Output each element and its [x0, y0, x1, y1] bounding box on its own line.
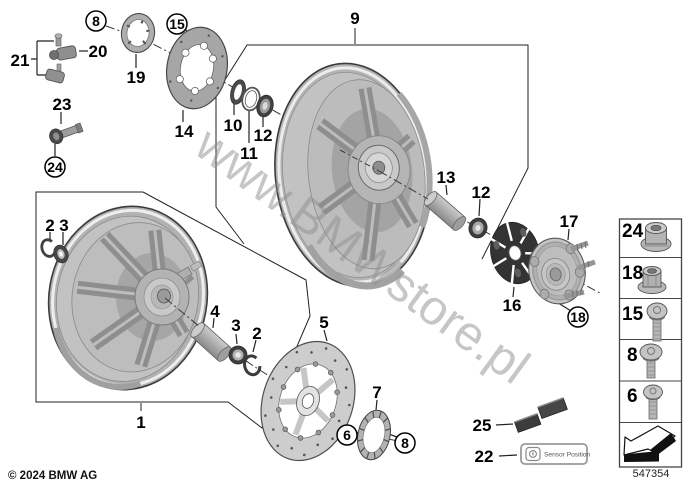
svg-text:13: 13 — [437, 168, 456, 187]
svg-text:16: 16 — [503, 296, 522, 315]
svg-text:25: 25 — [473, 416, 492, 435]
svg-text:7: 7 — [372, 383, 381, 402]
svg-text:22: 22 — [475, 447, 494, 466]
svg-text:1: 1 — [136, 413, 145, 432]
svg-text:20: 20 — [89, 42, 108, 61]
svg-text:10: 10 — [224, 116, 243, 135]
svg-text:6: 6 — [627, 386, 638, 407]
svg-text:24: 24 — [622, 221, 644, 242]
svg-text:14: 14 — [175, 122, 194, 141]
svg-text:8: 8 — [92, 13, 100, 29]
svg-text:3: 3 — [231, 316, 240, 335]
svg-text:24: 24 — [47, 159, 63, 175]
svg-text:23: 23 — [53, 95, 72, 114]
svg-text:3: 3 — [59, 216, 68, 235]
svg-text:11: 11 — [240, 144, 258, 163]
svg-text:5: 5 — [319, 313, 328, 332]
svg-text:18: 18 — [570, 309, 586, 325]
svg-text:2: 2 — [45, 216, 54, 235]
svg-text:Sensor Position: Sensor Position — [544, 452, 591, 459]
svg-text:6: 6 — [343, 427, 351, 443]
svg-text:547354: 547354 — [633, 468, 670, 480]
svg-text:8: 8 — [401, 435, 409, 451]
svg-text:8: 8 — [627, 345, 638, 366]
svg-text:21: 21 — [11, 51, 30, 70]
svg-text:15: 15 — [169, 16, 185, 32]
svg-text:15: 15 — [622, 304, 644, 325]
svg-text:2: 2 — [252, 324, 261, 343]
svg-text:17: 17 — [560, 212, 579, 231]
svg-text:4: 4 — [210, 302, 220, 321]
svg-text:18: 18 — [622, 263, 643, 284]
svg-text:19: 19 — [127, 68, 146, 87]
svg-text:12: 12 — [254, 126, 273, 145]
svg-text:© 2024 BMW AG: © 2024 BMW AG — [8, 470, 97, 482]
svg-text:12: 12 — [472, 183, 491, 202]
svg-text:9: 9 — [350, 9, 359, 28]
